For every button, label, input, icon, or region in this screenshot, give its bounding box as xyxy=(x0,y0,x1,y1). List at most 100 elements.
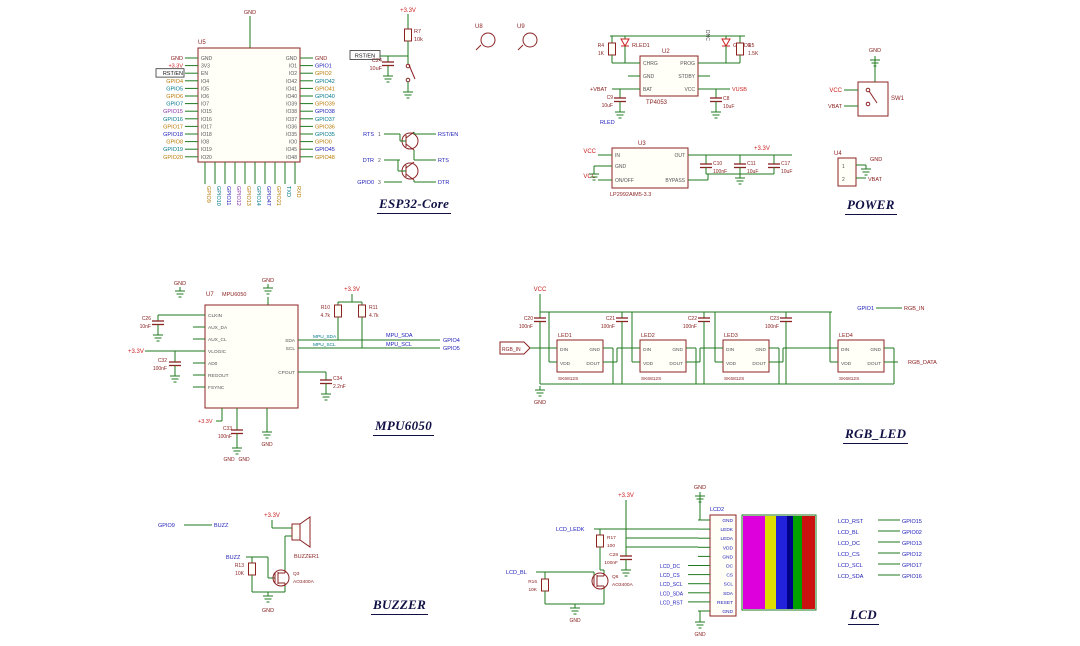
net-label: DNC xyxy=(704,30,710,41)
pin-name: IO6 xyxy=(201,94,209,100)
power-net-label: +3.3V xyxy=(128,349,144,355)
pin-name: IO36 xyxy=(286,124,297,130)
refdes: C21 xyxy=(606,316,615,322)
net-label: GPIO17 xyxy=(902,563,922,569)
wire xyxy=(475,44,482,51)
esp32-module-body xyxy=(197,47,301,163)
pin-name: CPOUT xyxy=(278,370,295,376)
pin-name: GND xyxy=(643,74,655,80)
net-label: RGB_IN xyxy=(904,306,925,312)
gnd-net-label: GND xyxy=(870,157,882,163)
net-label-box xyxy=(349,50,381,60)
refdes: C17 xyxy=(781,161,790,167)
pin-name: SCL xyxy=(286,346,296,352)
net-label: GPIO15 xyxy=(163,109,183,115)
value-label: 10uF xyxy=(781,169,792,175)
pin-name: VDD xyxy=(841,361,852,367)
value-label: 4.7k xyxy=(369,313,379,319)
power-net-label: +3.3V xyxy=(618,493,634,499)
refdes: BUZZER1 xyxy=(294,554,319,560)
net-label: GPIO36 xyxy=(315,124,335,130)
value-label: 100nF xyxy=(218,434,232,440)
refdes: R10 xyxy=(321,305,330,311)
part-label: LP2992AIM5-3.3 xyxy=(610,192,651,198)
power-net-label: +VBAT xyxy=(590,87,608,93)
pin-name: DOUT xyxy=(752,361,766,367)
ldo-body xyxy=(611,147,689,189)
resistor-body xyxy=(334,304,342,318)
net-label: GPIO17 xyxy=(163,124,183,130)
buzzer-symbol xyxy=(299,516,311,548)
pin-name: GND xyxy=(615,164,627,170)
value-label: 10uF xyxy=(369,66,382,72)
pin-name: FSYNC xyxy=(208,385,225,391)
buzzer-symbol xyxy=(291,523,301,541)
gnd-net-label: GND xyxy=(869,48,881,54)
power-net-label: VCC xyxy=(829,88,842,94)
pin-name: VLOGIC xyxy=(208,349,227,355)
refdes: C26 xyxy=(142,316,151,322)
led-symbol xyxy=(620,38,630,48)
net-label: LCD_BL xyxy=(506,570,527,576)
power-net-label: +3.3V xyxy=(344,287,360,293)
net-label: TXD xyxy=(285,186,291,197)
resistor-body xyxy=(248,562,256,576)
pin-name: 3V3 xyxy=(201,64,210,70)
net-label: LCD_DC xyxy=(660,564,680,570)
part-label: AO3400A xyxy=(293,579,315,585)
part-label: SK6812S xyxy=(641,376,661,382)
pin-number: 2 xyxy=(378,158,381,164)
net-label: GPIO2 xyxy=(315,71,332,77)
power-net-label: VBAT xyxy=(828,104,843,110)
pin-name: REGOUT xyxy=(208,373,229,379)
switch-contact xyxy=(865,87,871,93)
refdes: R11 xyxy=(369,305,378,311)
pin-name: CHRG xyxy=(643,61,658,67)
net-label: GPIO8 xyxy=(166,140,183,146)
net-label: GPIO10 xyxy=(215,186,221,206)
net-label: MPU_SCL xyxy=(386,342,412,348)
net-label: GND xyxy=(171,56,183,62)
connector-body xyxy=(837,157,857,187)
net-label: GPIO13 xyxy=(902,541,922,547)
part-label: AO3400A xyxy=(612,582,634,588)
net-label: RST/EN xyxy=(438,132,458,138)
refdes: C11 xyxy=(747,161,756,167)
power-net-label: VCC xyxy=(534,287,547,293)
pin-name: IO45 xyxy=(286,147,297,153)
value-label: 100nF xyxy=(765,324,779,330)
net-label: MPU_SDA xyxy=(313,334,337,340)
pin-name: GND xyxy=(201,56,213,62)
refdes: U3 xyxy=(638,141,646,147)
part-label: SK6812S xyxy=(558,376,578,382)
gnd-net-label: GND xyxy=(261,442,273,448)
pin-name: DIN xyxy=(560,347,569,353)
resistor-body xyxy=(596,534,604,548)
lcd-panel-stripe xyxy=(765,516,776,609)
net-label: LCD_BL xyxy=(838,530,859,536)
pin-name: GND xyxy=(589,347,600,353)
value-label: 100 xyxy=(607,543,615,549)
net-label: GPIO20 xyxy=(163,155,183,161)
pin-name: IO39 xyxy=(286,102,297,108)
refdes: R7 xyxy=(414,29,421,35)
pin-name: CLKIN xyxy=(208,313,223,319)
pin-name: LEDK xyxy=(720,527,733,533)
net-label: LCD_LEDK xyxy=(556,527,585,533)
led-body xyxy=(639,339,687,373)
mosfet-body xyxy=(591,572,609,590)
switch-contact xyxy=(865,101,871,107)
refdes: C10 xyxy=(713,161,722,167)
pin-name: IO40 xyxy=(286,94,297,100)
pin-name: GND xyxy=(722,518,733,524)
net-label: GPIO0 xyxy=(357,180,374,186)
pin-name: PROG xyxy=(680,61,695,67)
net-label: GPIO19 xyxy=(163,147,183,153)
net-label: GPIO16 xyxy=(163,117,183,123)
net-label: BUZZ xyxy=(226,555,241,561)
pin-name: IO42 xyxy=(286,79,297,85)
net-label: GPIO5 xyxy=(443,346,460,352)
net-label: +3.3V xyxy=(168,64,183,70)
power-net-label: +3.3V xyxy=(264,513,280,519)
refdes: U4 xyxy=(834,151,842,157)
